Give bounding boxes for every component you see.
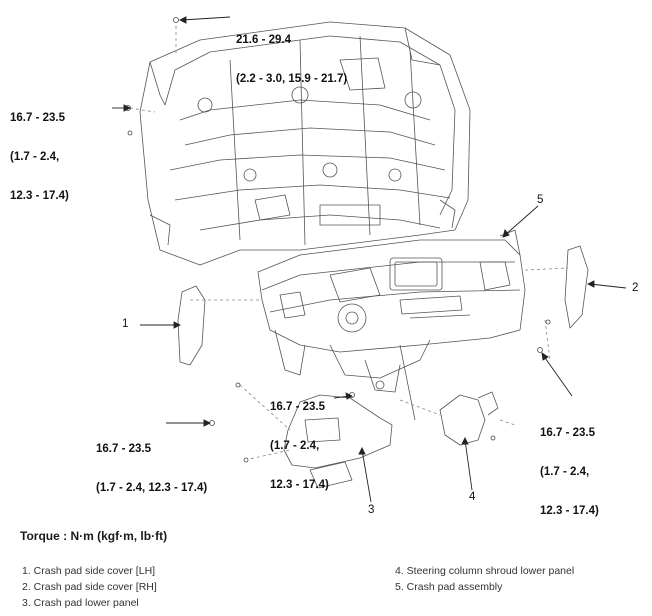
- crash-pad-lower-panel-drawing: [283, 394, 393, 489]
- crash-pad-assembly-drawing: [257, 229, 526, 421]
- callout-2: 2: [632, 282, 639, 294]
- legend-item: 5. Crash pad assembly: [395, 581, 503, 593]
- steering-shroud-lower-drawing: [439, 394, 486, 446]
- legend-right: 4. Steering column shroud lower panel 5.…: [395, 563, 574, 595]
- legend-item: 3. Crash pad lower panel: [22, 597, 139, 609]
- crash-pad-side-cover-rh-drawing: [564, 245, 589, 329]
- legend-item: 1. Crash pad side cover [LH]: [22, 565, 156, 577]
- torque-label-top: 21.6 - 29.4 (2.2 - 3.0, 15.9 - 21.7): [236, 34, 348, 85]
- torque-label-center: 16.7 - 23.5 (1.7 - 2.4, 12.3 - 17.4): [270, 401, 329, 491]
- callout-3: 3: [368, 504, 375, 516]
- callout-4: 4: [469, 491, 476, 503]
- legend-left: 1. Crash pad side cover [LH] 2. Crash pa…: [22, 563, 157, 611]
- torque-label-left-upper: 16.7 - 23.5 (1.7 - 2.4, 12.3 - 17.4): [10, 112, 69, 202]
- torque-label-right-lower: 16.7 - 23.5 (1.7 - 2.4, 12.3 - 17.4): [540, 427, 599, 517]
- body-frame-drawing: [139, 21, 471, 266]
- torque-label-left-lower: 16.7 - 23.5 (1.7 - 2.4, 12.3 - 17.4): [96, 443, 208, 494]
- callout-5: 5: [537, 194, 544, 206]
- legend-item: 2. Crash pad side cover [RH]: [22, 581, 157, 593]
- crash-pad-side-cover-lh-drawing: [177, 285, 206, 366]
- torque-unit-note: Torque : N·m (kgf·m, lb·ft): [20, 529, 168, 543]
- callout-1: 1: [122, 318, 129, 330]
- legend-item: 4. Steering column shroud lower panel: [395, 565, 575, 577]
- exploded-diagram: [112, 16, 627, 503]
